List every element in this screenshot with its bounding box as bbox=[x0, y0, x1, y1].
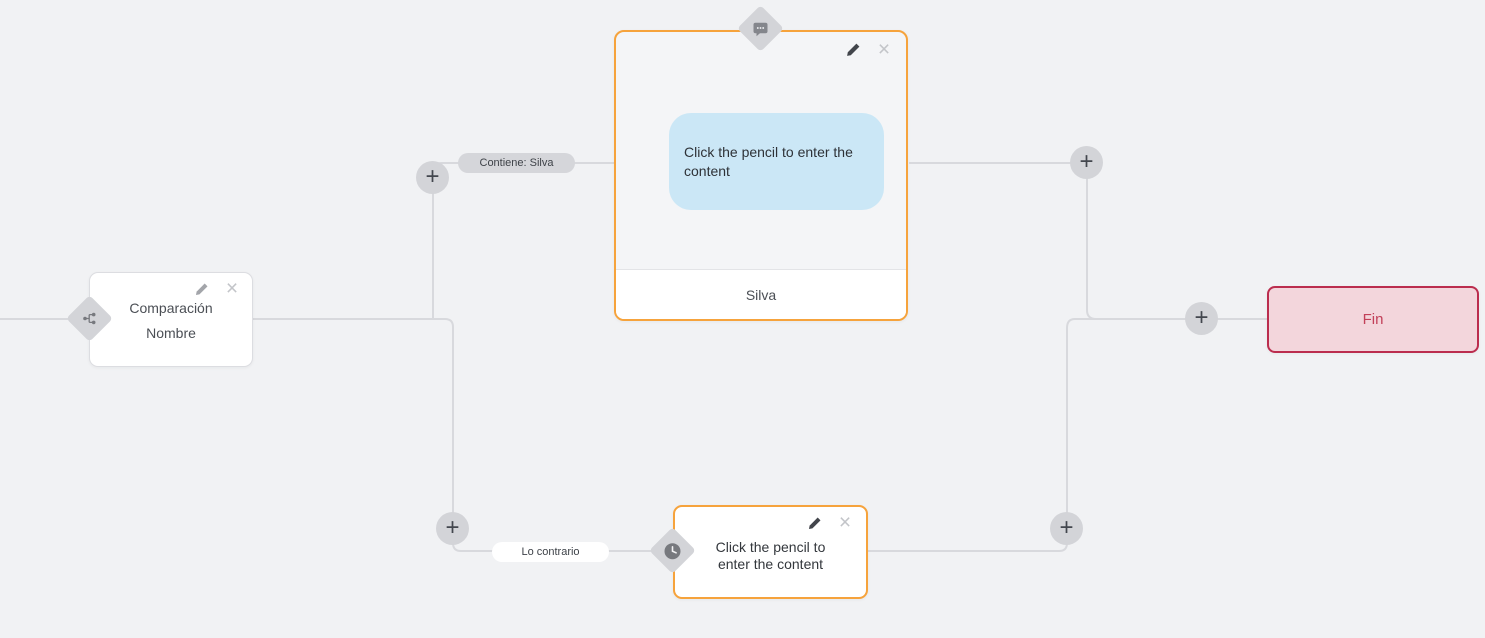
add-step-button[interactable]: + bbox=[1070, 146, 1103, 179]
delay-node-handle[interactable] bbox=[649, 527, 696, 574]
connector-message-to-end bbox=[909, 162, 1267, 320]
message-node[interactable]: × Click the pencil to enter the content … bbox=[614, 30, 908, 321]
close-icon[interactable]: × bbox=[877, 38, 891, 61]
edit-pencil-button[interactable] bbox=[805, 514, 823, 532]
end-node-label: Fin bbox=[1362, 311, 1384, 328]
connector-branch-to-contains bbox=[432, 162, 615, 319]
message-placeholder-bubble: Click the pencil to enter the content bbox=[669, 113, 884, 210]
edge-label-contains[interactable]: Contiene: Silva bbox=[458, 153, 575, 173]
message-footer-label: Silva bbox=[745, 286, 777, 303]
connector-delay-to-end bbox=[868, 318, 1110, 552]
add-step-button[interactable]: + bbox=[436, 512, 469, 545]
message-footer: Silva bbox=[616, 269, 906, 319]
comparison-subtitle: Nombre bbox=[146, 325, 196, 341]
clock-icon bbox=[664, 542, 682, 560]
connector-comparison-to-otherwise bbox=[253, 318, 656, 552]
add-step-button[interactable]: + bbox=[1185, 302, 1218, 335]
delay-placeholder-text: Click the pencil to enter the content bbox=[715, 539, 826, 572]
message-node-handle[interactable] bbox=[737, 5, 784, 52]
comparison-node-body: Comparación Nombre bbox=[90, 273, 252, 346]
edit-pencil-button[interactable] bbox=[844, 41, 862, 59]
chat-bubble-icon bbox=[753, 21, 769, 37]
close-icon[interactable]: × bbox=[838, 511, 852, 534]
add-step-button[interactable]: + bbox=[1050, 512, 1083, 545]
branch-node-handle[interactable] bbox=[66, 295, 113, 342]
add-step-button[interactable]: + bbox=[416, 161, 449, 194]
edit-pencil-button[interactable] bbox=[192, 280, 210, 298]
pencil-icon bbox=[195, 283, 207, 295]
pencil-icon bbox=[847, 43, 860, 56]
edge-label-otherwise[interactable]: Lo contrario bbox=[492, 542, 609, 562]
branch-icon bbox=[82, 311, 97, 326]
delay-node[interactable]: × Click the pencil to enter the content bbox=[673, 505, 868, 599]
close-icon[interactable]: × bbox=[225, 277, 239, 300]
comparison-node[interactable]: × Comparación Nombre bbox=[89, 272, 253, 367]
comparison-title: Comparación bbox=[129, 300, 213, 316]
message-placeholder-text: Click the pencil to enter the content bbox=[684, 143, 853, 179]
pencil-icon bbox=[808, 517, 820, 529]
end-node[interactable]: Fin bbox=[1267, 286, 1479, 353]
